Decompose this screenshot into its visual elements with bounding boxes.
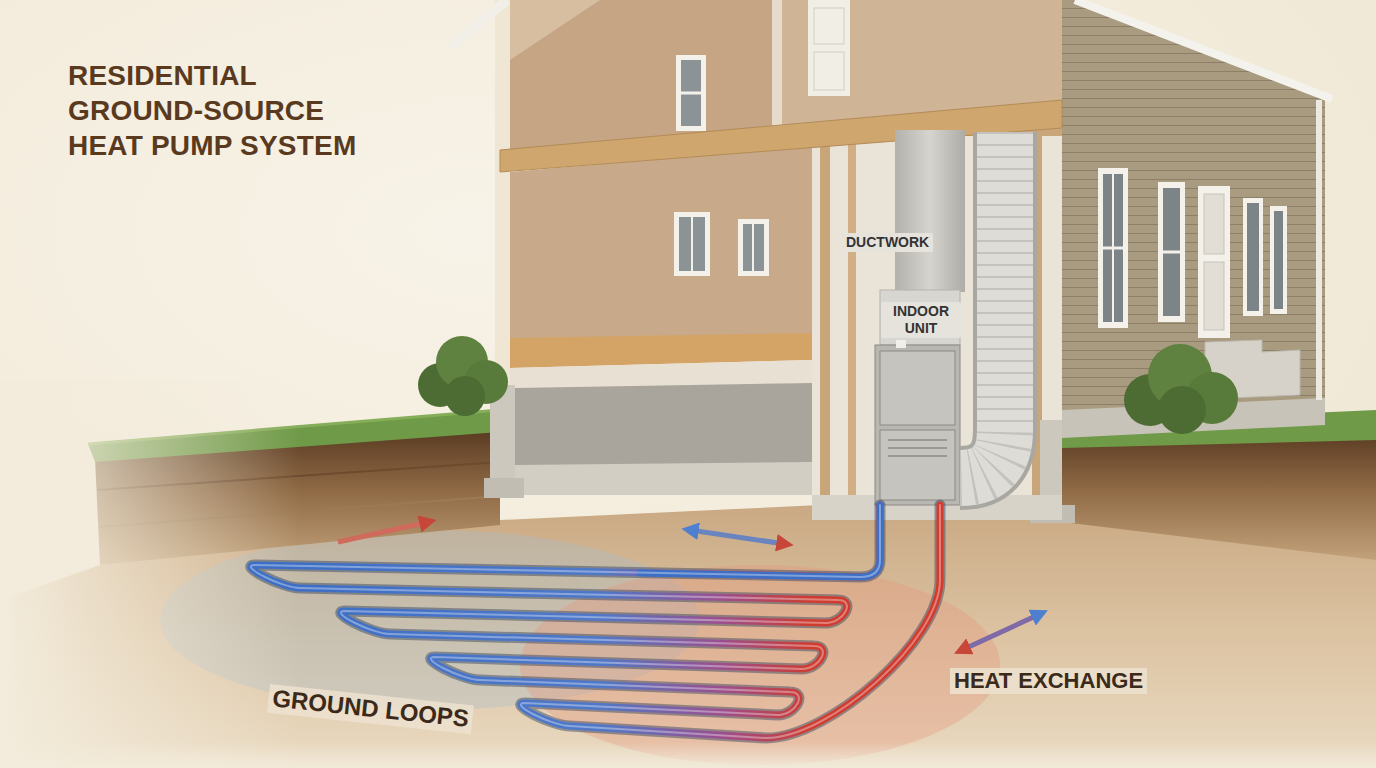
wall-stud: [820, 136, 830, 501]
wall-stud: [848, 136, 856, 501]
heat-pump-unit: [875, 345, 960, 505]
label-anchor: HEAT EXCHANGE: [950, 668, 1147, 694]
eave-trim: [1075, 0, 1332, 99]
downspout: [1316, 100, 1322, 400]
section-label: GROUND LOOPS: [267, 684, 474, 734]
unit-grille: [888, 455, 947, 457]
window-mullion: [691, 217, 693, 271]
process-label: HEAT EXCHANGE: [950, 668, 1147, 694]
window-mullion: [1163, 251, 1180, 254]
window: [674, 212, 710, 276]
window-glass: [681, 60, 701, 126]
window-glass: [1103, 174, 1123, 322]
unit-panel: [880, 430, 955, 500]
unit-panel: [880, 351, 955, 425]
window: [1270, 206, 1287, 314]
window-glass: [1274, 211, 1283, 309]
diagram-title: RESIDENTIAL GROUND-SOURCE HEAT PUMP SYST…: [68, 58, 378, 163]
label-anchor: DUCTWORK: [842, 233, 933, 252]
plenum-box: [880, 290, 960, 345]
attic-slope: [510, 0, 600, 60]
window: [1098, 168, 1128, 328]
siding-wall: [1062, 0, 1325, 412]
window: [738, 219, 769, 276]
footing: [484, 478, 524, 498]
door-panel: [814, 8, 844, 44]
label-anchor: GROUND LOOPS: [270, 684, 475, 713]
duct-ribs: [960, 132, 1005, 478]
part-label: INDOOR UNIT: [881, 302, 961, 338]
roof-trim: [450, 0, 507, 48]
pipe-highlight: [251, 505, 940, 738]
window-mullion: [1103, 247, 1123, 250]
window-mullion: [752, 224, 754, 271]
bush: [445, 376, 485, 416]
window: [676, 55, 706, 131]
door-panel: [1204, 194, 1224, 254]
basement: [515, 383, 812, 495]
basement-floor: [515, 462, 812, 495]
supply-pipe: [640, 505, 880, 577]
refrigerant-pipe: [896, 340, 906, 348]
bush: [1158, 386, 1206, 434]
title-block: RESIDENTIAL GROUND-SOURCE HEAT PUMP SYST…: [68, 58, 378, 163]
heat-exchange-arrow: [962, 614, 1040, 650]
label-anchor: INDOOR UNIT: [881, 302, 961, 338]
unit-grille: [888, 447, 947, 449]
unit-grille: [888, 439, 947, 441]
middle-room: [510, 146, 812, 352]
exterior-wall: [495, 0, 510, 385]
mechanical-room: [812, 130, 1062, 505]
flex-duct: [960, 132, 1005, 478]
flow-arrow: [690, 530, 785, 544]
door-panel: [814, 52, 844, 90]
pipe-outline: [251, 505, 940, 738]
part-label: DUCTWORK: [842, 233, 933, 252]
ground-loop-pipe: [251, 505, 940, 738]
flow-arrow: [338, 522, 428, 542]
window-glass: [743, 224, 764, 271]
window-mullion: [681, 92, 701, 95]
interior-door: [808, 0, 850, 96]
window: [1158, 182, 1185, 322]
ground-fade: [0, 742, 1376, 768]
window-glass: [679, 217, 705, 271]
front-door: [1198, 186, 1230, 338]
door-panel: [1204, 262, 1224, 330]
soil-right: [1062, 432, 1376, 560]
window-glass: [1247, 203, 1259, 311]
window-glass: [1163, 188, 1180, 316]
supply-plenum: [895, 130, 965, 292]
window: [1243, 198, 1263, 316]
flex-duct: [960, 132, 1005, 478]
